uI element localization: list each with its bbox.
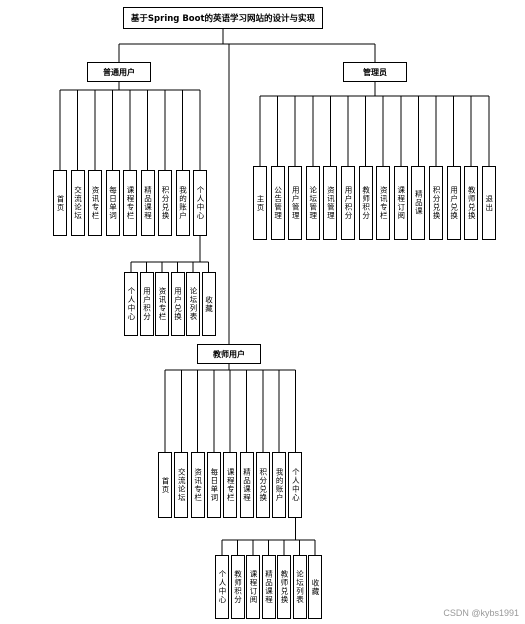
user-module-1: 首页 — [53, 170, 67, 236]
user-module-3: 资讯专栏 — [88, 170, 102, 236]
teacher-center-item-7: 收藏 — [308, 555, 322, 619]
admin-module-8: 资讯专栏 — [376, 166, 391, 240]
admin-module-1: 主页 — [253, 166, 267, 240]
admin-module-10: 精品课 — [411, 166, 426, 240]
admin-module-12: 用户兑换 — [446, 166, 461, 240]
teacher-module-3: 资讯专栏 — [190, 452, 205, 518]
teacher-module-7: 积分兑换 — [255, 452, 270, 518]
teacher-center-item-1: 个人中心 — [215, 555, 229, 619]
user-module-6: 精品课程 — [140, 170, 155, 236]
node-admin-role: 管理员 — [343, 62, 407, 82]
user-center-item-1: 个人中心 — [124, 272, 138, 336]
teacher-module-9: 个人中心 — [288, 452, 303, 518]
admin-module-2: 公告管理 — [270, 166, 285, 240]
teacher-center-item-4: 精品课程 — [261, 555, 276, 619]
teacher-module-1: 首页 — [158, 452, 172, 518]
user-module-8: 我的账户 — [175, 170, 190, 236]
user-module-7: 积分兑换 — [158, 170, 172, 236]
teacher-center-item-3: 课程订阅 — [246, 555, 260, 619]
user-center-item-3: 资讯专栏 — [155, 272, 169, 336]
admin-module-3: 用户管理 — [288, 166, 303, 240]
admin-module-13: 教师兑换 — [464, 166, 479, 240]
user-center-item-2: 用户积分 — [139, 272, 154, 336]
admin-module-7: 教师积分 — [358, 166, 373, 240]
admin-module-11: 积分兑换 — [429, 166, 443, 240]
user-center-item-6: 收藏 — [201, 272, 216, 336]
node-teacher-role: 教师用户 — [197, 344, 261, 364]
user-center-item-5: 论坛列表 — [186, 272, 200, 336]
teacher-module-2: 交流论坛 — [174, 452, 189, 518]
user-module-2: 交流论坛 — [70, 170, 85, 236]
user-module-5: 课程专栏 — [123, 170, 137, 236]
teacher-module-4: 每日单词 — [206, 452, 221, 518]
admin-module-4: 论坛管理 — [305, 166, 320, 240]
admin-module-9: 课程订阅 — [393, 166, 408, 240]
user-module-4: 每日单词 — [105, 170, 120, 236]
node-user-role: 普通用户 — [87, 62, 151, 82]
teacher-center-item-6: 论坛列表 — [292, 555, 307, 619]
teacher-center-item-2: 教师积分 — [230, 555, 245, 619]
teacher-module-8: 我的账户 — [272, 452, 287, 518]
teacher-module-6: 精品课程 — [239, 452, 254, 518]
admin-module-5: 资讯管理 — [323, 166, 338, 240]
diagram-title: 基于Spring Boot的英语学习网站的设计与实现 — [123, 7, 323, 29]
teacher-module-5: 课程专栏 — [223, 452, 238, 518]
admin-module-6: 用户积分 — [341, 166, 355, 240]
watermark-text: CSDN @kybs1991 — [443, 608, 519, 618]
teacher-center-item-5: 教师兑换 — [277, 555, 291, 619]
user-module-9: 个人中心 — [193, 170, 207, 236]
user-center-item-4: 用户兑换 — [170, 272, 185, 336]
admin-module-14: 退出 — [481, 166, 496, 240]
